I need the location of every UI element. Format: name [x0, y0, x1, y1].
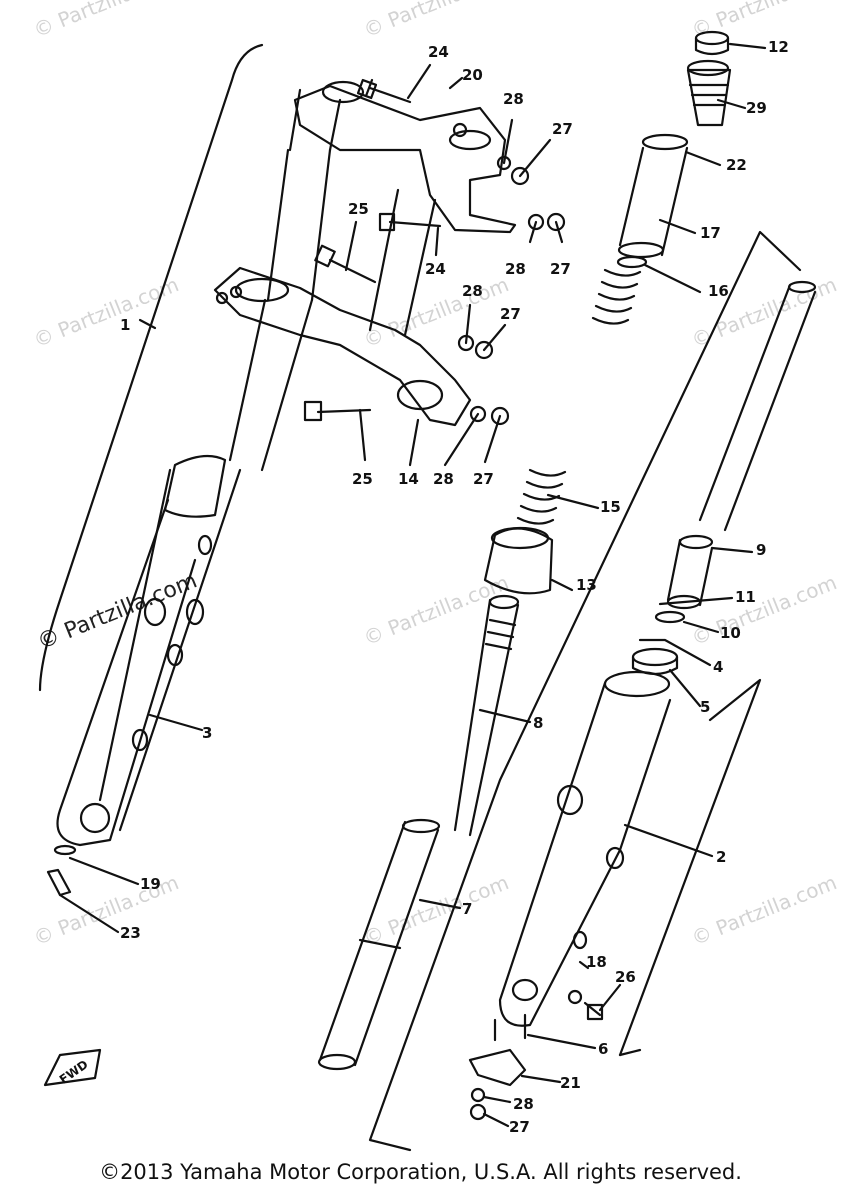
- spacer-17: [618, 146, 689, 257]
- callout-26: 26: [615, 968, 636, 986]
- callout-24-mid: 24: [425, 260, 446, 278]
- callout-9: 9: [756, 541, 767, 559]
- under-bracket: [213, 266, 472, 427]
- washer-10: [654, 610, 686, 624]
- callout-11: 11: [735, 588, 756, 606]
- copyright-notice: ©2013 Yamaha Motor Corporation, U.S.A. A…: [99, 1160, 742, 1184]
- callout-13: 13: [576, 576, 597, 594]
- damper-rod-8: [453, 598, 520, 837]
- callout-29: 29: [746, 99, 767, 117]
- callout-28-mid: 28: [505, 260, 526, 278]
- callout-27-cap: 27: [509, 1118, 530, 1136]
- callout-12: 12: [768, 38, 789, 56]
- callout-20: 20: [462, 66, 483, 84]
- callout-24-top: 24: [428, 43, 449, 61]
- ring-22: [641, 133, 689, 151]
- bolt-24-mid: [388, 220, 442, 228]
- drain-bolt-23: [46, 868, 72, 897]
- callout-17: 17: [700, 224, 721, 242]
- callout-28-bottom: 28: [433, 470, 454, 488]
- callout-27-lower: 27: [500, 305, 521, 323]
- dust-seal-left: [163, 454, 227, 518]
- callout-19: 19: [140, 875, 161, 893]
- callout-7: 7: [462, 900, 473, 918]
- bolt-25-upper: [328, 258, 377, 284]
- seal-5: [631, 647, 679, 667]
- upper-bracket-cap: [321, 80, 365, 104]
- callout-14: 14: [398, 470, 419, 488]
- seat-16: [616, 255, 648, 269]
- spring-15: [516, 468, 567, 525]
- callout-28-lower: 28: [462, 282, 483, 300]
- callout-23: 23: [120, 924, 141, 942]
- collar-13: [483, 527, 554, 595]
- callout-27-mid: 27: [550, 260, 571, 278]
- inner-tube-right: [698, 283, 817, 532]
- right-bracket-line: [368, 230, 802, 1152]
- callout-27-bottom: 27: [473, 470, 494, 488]
- bolt-25-lower: [316, 408, 372, 414]
- outer-tube-2: [498, 681, 672, 1027]
- callout-1: 1: [120, 316, 131, 334]
- callout-28-top: 28: [503, 90, 524, 108]
- callout-3: 3: [202, 724, 213, 742]
- fwd-arrow: [43, 1048, 102, 1087]
- upper-bracket: [293, 84, 517, 234]
- callout-5: 5: [700, 698, 711, 716]
- inner-tube-upper-left: [266, 148, 332, 302]
- callout-4: 4: [713, 658, 724, 676]
- callout-2: 2: [716, 848, 727, 866]
- callout-25-upper: 25: [348, 200, 369, 218]
- callout-27-top: 27: [552, 120, 573, 138]
- assembly-bracket-line: [38, 43, 264, 692]
- callout-15: 15: [600, 498, 621, 516]
- callout-18: 18: [586, 953, 607, 971]
- slide-bush-9: [666, 538, 714, 607]
- studs-6: [493, 1013, 527, 1042]
- callout-10: 10: [720, 624, 741, 642]
- callout-8: 8: [533, 714, 544, 732]
- callout-25-lower: 25: [352, 470, 373, 488]
- callout-22: 22: [726, 156, 747, 174]
- outer-tube-left: [56, 498, 197, 847]
- axle-cap-21: [468, 1048, 527, 1087]
- cap-12: [694, 30, 730, 46]
- spring-upper: [591, 268, 642, 325]
- callout-6: 6: [598, 1040, 609, 1058]
- callout-21: 21: [560, 1074, 581, 1092]
- callout-28-cap: 28: [513, 1095, 534, 1113]
- cap-bolt-29: [686, 68, 732, 127]
- callout-16: 16: [708, 282, 729, 300]
